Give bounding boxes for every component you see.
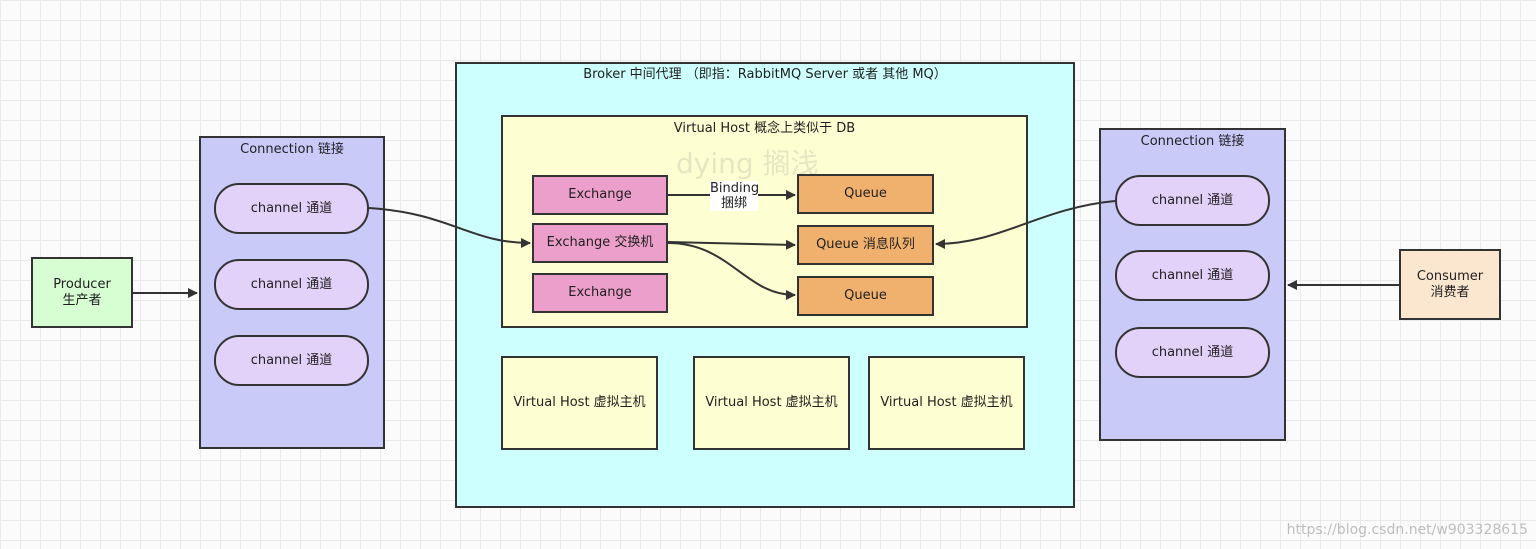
exchange-3: Exchange [532,273,668,313]
channel-right-2: channel 通道 [1115,250,1270,301]
channel-left-3: channel 通道 [214,335,369,386]
binding-label: Binding 捆绑 [710,181,760,211]
channel-left-2: channel 通道 [214,259,369,310]
channel-left-1: channel 通道 [214,183,369,234]
consumer-box: Consumer 消费者 [1399,249,1501,320]
watermark: dying 搁浅 [676,147,819,180]
connection-right-title: Connection 链接 [1140,134,1245,149]
queue-3: Queue [797,276,934,316]
connection-left-title: Connection 链接 [240,142,344,157]
producer-box: Producer 生产者 [31,257,133,328]
vhost-2: Virtual Host 虚拟主机 [693,356,850,450]
exchange-2: Exchange 交换机 [532,223,668,263]
source-credit: https://blog.csdn.net/w903328615 [1286,522,1528,538]
vhost-3: Virtual Host 虚拟主机 [868,356,1025,450]
queue-1: Queue [797,174,934,214]
vhost-1: Virtual Host 虚拟主机 [501,356,658,450]
vhost-main-title: Virtual Host 概念上类似于 DB [673,121,856,136]
channel-right-1: channel 通道 [1115,175,1270,226]
queue-2: Queue 消息队列 [797,225,934,265]
channel-right-3: channel 通道 [1115,327,1270,378]
broker-title: Broker 中间代理 （即指：RabbitMQ Server 或者 其他 MQ… [583,67,947,82]
exchange-1: Exchange [532,175,668,215]
